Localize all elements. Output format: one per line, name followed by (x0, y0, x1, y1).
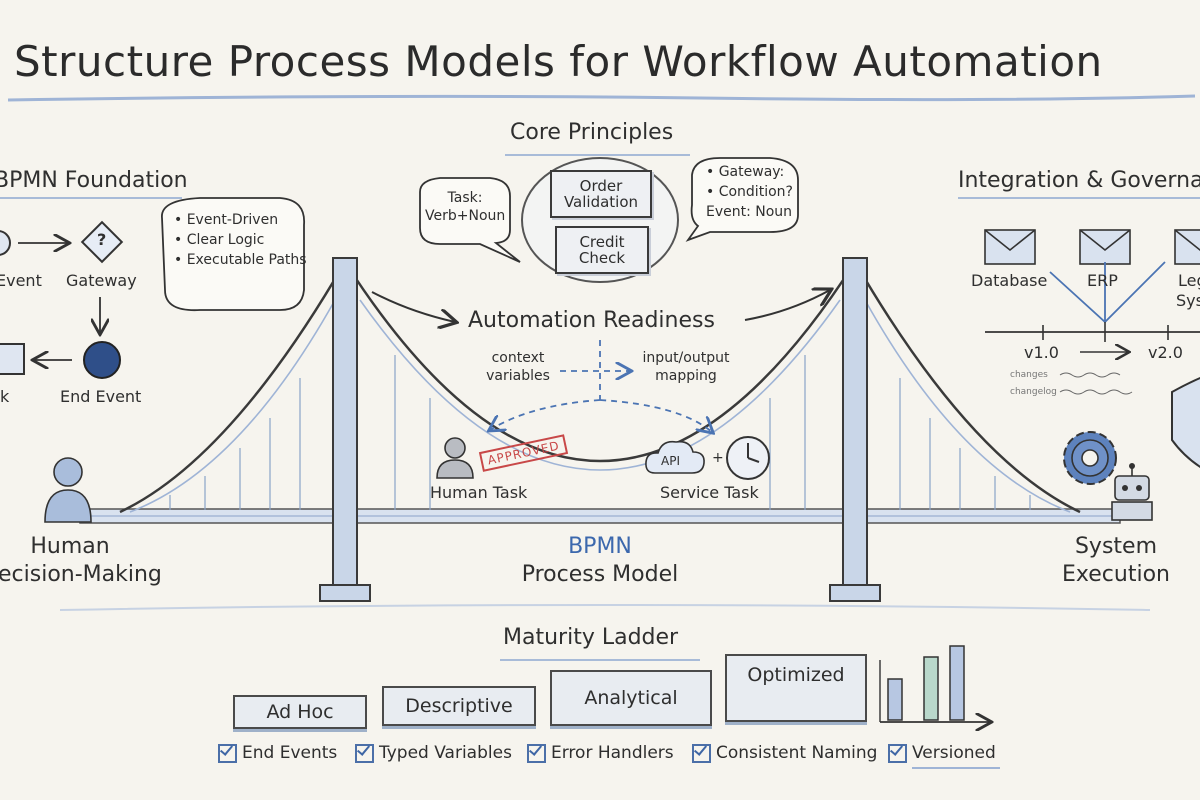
task-label: k (0, 387, 10, 406)
box-line: Order (579, 176, 623, 195)
clock-icon (726, 436, 770, 480)
human-figure-icon (44, 457, 92, 523)
check-error-handlers: Error Handlers (527, 743, 674, 763)
task-bubble-line: Task: (447, 190, 483, 206)
check-label: Consistent Naming (716, 743, 878, 763)
human-label: Human (30, 534, 110, 559)
integration-heading: Integration & Governance (958, 168, 1200, 193)
context-line: variables (486, 368, 550, 384)
version-v2: v2.0 (1148, 343, 1183, 362)
cloud-api-icon (645, 440, 705, 474)
system-execution-label: System (1074, 534, 1158, 559)
plus-sign: + (712, 450, 724, 466)
service-task-label: Service Task (660, 483, 759, 502)
changes-note: changes (1010, 370, 1048, 380)
bpmn-flow (0, 220, 124, 379)
automation-readiness-heading: Automation Readiness (468, 308, 715, 333)
box-line: Check (578, 249, 626, 267)
check-end-events: End Events (218, 743, 337, 763)
process-model-label: Process Model (521, 562, 679, 587)
system-label-legacy: Leg (1178, 271, 1200, 290)
box-line: Credit (579, 232, 625, 251)
bpmn-label: BPMN (568, 534, 632, 559)
gateway-label: Gateway (66, 271, 137, 290)
title-underline (7, 94, 1196, 102)
shield-icon (1171, 376, 1200, 469)
checkbox-icon (888, 743, 907, 763)
check-consistent-naming: Consistent Naming (692, 743, 877, 763)
check-label: Typed Variables (379, 743, 512, 763)
system-label-legacy-2: Sys (1176, 291, 1200, 310)
context-line: context (491, 350, 545, 366)
check-label: End Events (242, 743, 338, 763)
maturity-ladder-heading: Maturity Ladder (503, 625, 679, 650)
bridge (59, 257, 1151, 611)
gateway-bubble-line: • Gateway: (706, 164, 785, 180)
check-label: Versioned (912, 743, 996, 763)
human-task-label: Human Task (430, 483, 528, 502)
person-icon (436, 437, 474, 479)
envelope-icon (1079, 229, 1131, 265)
changelog-note: changelog (1010, 387, 1057, 397)
check-label: Error Handlers (551, 743, 674, 763)
gateway-bubble-line: • Condition? (706, 184, 793, 200)
bubble-line: • Event-Driven (174, 212, 279, 228)
step-optimized: Optimized (725, 654, 867, 722)
system-execution-label-2: Execution (1062, 562, 1170, 587)
box-line: Validation (563, 193, 639, 211)
check-versioned: Versioned (888, 743, 996, 763)
system-label-erp: ERP (1087, 271, 1118, 290)
io-line: mapping (655, 368, 717, 384)
api-label: API (661, 454, 680, 468)
maturity-bar (923, 656, 939, 721)
bpmn-foundation-heading: BPMN Foundation (0, 168, 188, 193)
page-title: Structure Process Models for Workflow Au… (14, 37, 1103, 86)
bubble-line: • Executable Paths (174, 252, 307, 268)
io-line: input/output (642, 350, 730, 366)
task-bubble-line: Verb+Noun (425, 208, 506, 224)
gear-icon (1063, 431, 1117, 485)
step-ad-hoc: Ad Hoc (233, 695, 367, 729)
system-label-database: Database (971, 271, 1048, 290)
gateway-bubble-line: Event: Noun (706, 204, 793, 220)
maturity-bar (887, 678, 903, 721)
envelope-icon (984, 229, 1036, 265)
maturity-bar-chart (879, 645, 990, 722)
bubble-line: • Clear Logic (174, 232, 265, 248)
step-descriptive: Descriptive (382, 686, 536, 726)
check-typed-variables: Typed Variables (355, 743, 512, 763)
gateway-symbol: ? (97, 230, 107, 249)
robot-icon (1111, 463, 1153, 521)
checkbox-icon (218, 743, 237, 763)
start-event-label: Event (0, 271, 42, 290)
end-event-label: End Event (60, 387, 142, 406)
human-label-2: ecision-Making (0, 562, 162, 587)
maturity-bar (949, 645, 965, 721)
checkbox-icon (527, 743, 546, 763)
core-principles-heading: Core Principles (510, 120, 674, 145)
checkbox-icon (355, 743, 374, 763)
checkbox-icon (692, 743, 711, 763)
envelope-icon (1174, 229, 1200, 265)
step-analytical: Analytical (550, 670, 712, 726)
version-v1: v1.0 (1024, 343, 1059, 362)
